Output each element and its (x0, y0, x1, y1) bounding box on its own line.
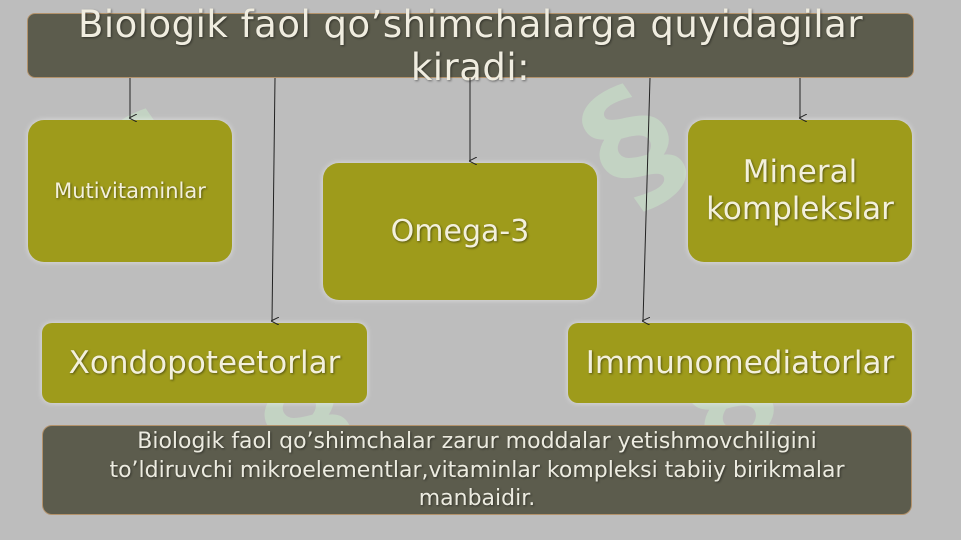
footer-text: Biologik faol qo’shimchalar zarur moddal… (109, 429, 845, 512)
diagram-footer: Biologik faol qo’shimchalar zarur moddal… (42, 425, 912, 515)
node-label: Xondopoteetorlar (68, 345, 341, 381)
node-mineral-complexes: Mineral komplekslar (688, 120, 912, 262)
node-multivitamins: Mutivitaminlar (28, 120, 232, 262)
header-title: Biologik faol qo’shimchalarga quyidagila… (77, 2, 864, 89)
diagram-header: Biologik faol qo’shimchalarga quyidagila… (27, 3, 914, 89)
node-immunomediators: Immunomediatorlar (568, 323, 912, 403)
node-label: Mutivitaminlar (54, 178, 206, 203)
node-label: Omega-3 (390, 214, 530, 249)
node-chondroprotectors: Xondopoteetorlar (42, 323, 367, 403)
node-label: Mineral komplekslar (706, 153, 894, 227)
node-label: Immunomediatorlar (585, 345, 895, 381)
arrow-to-immunomediators (643, 77, 651, 321)
node-omega3: Omega-3 (323, 163, 597, 300)
arrow-to-chondroprotectors (272, 77, 275, 321)
